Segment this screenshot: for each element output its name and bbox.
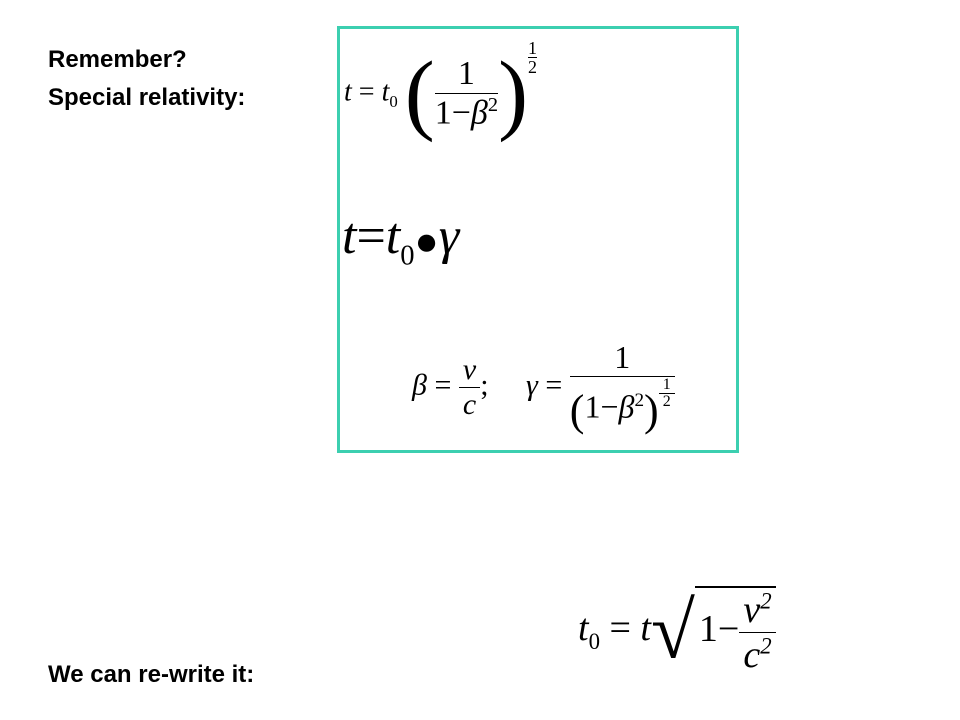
time-dilation-equation-gamma: t=t0●γ: [342, 208, 460, 272]
slide-line-remember: Remember?: [48, 46, 187, 73]
bottom-label: We can re-write it:: [48, 661, 255, 688]
slide-line-special-relativity: Special relativity:: [48, 84, 246, 111]
